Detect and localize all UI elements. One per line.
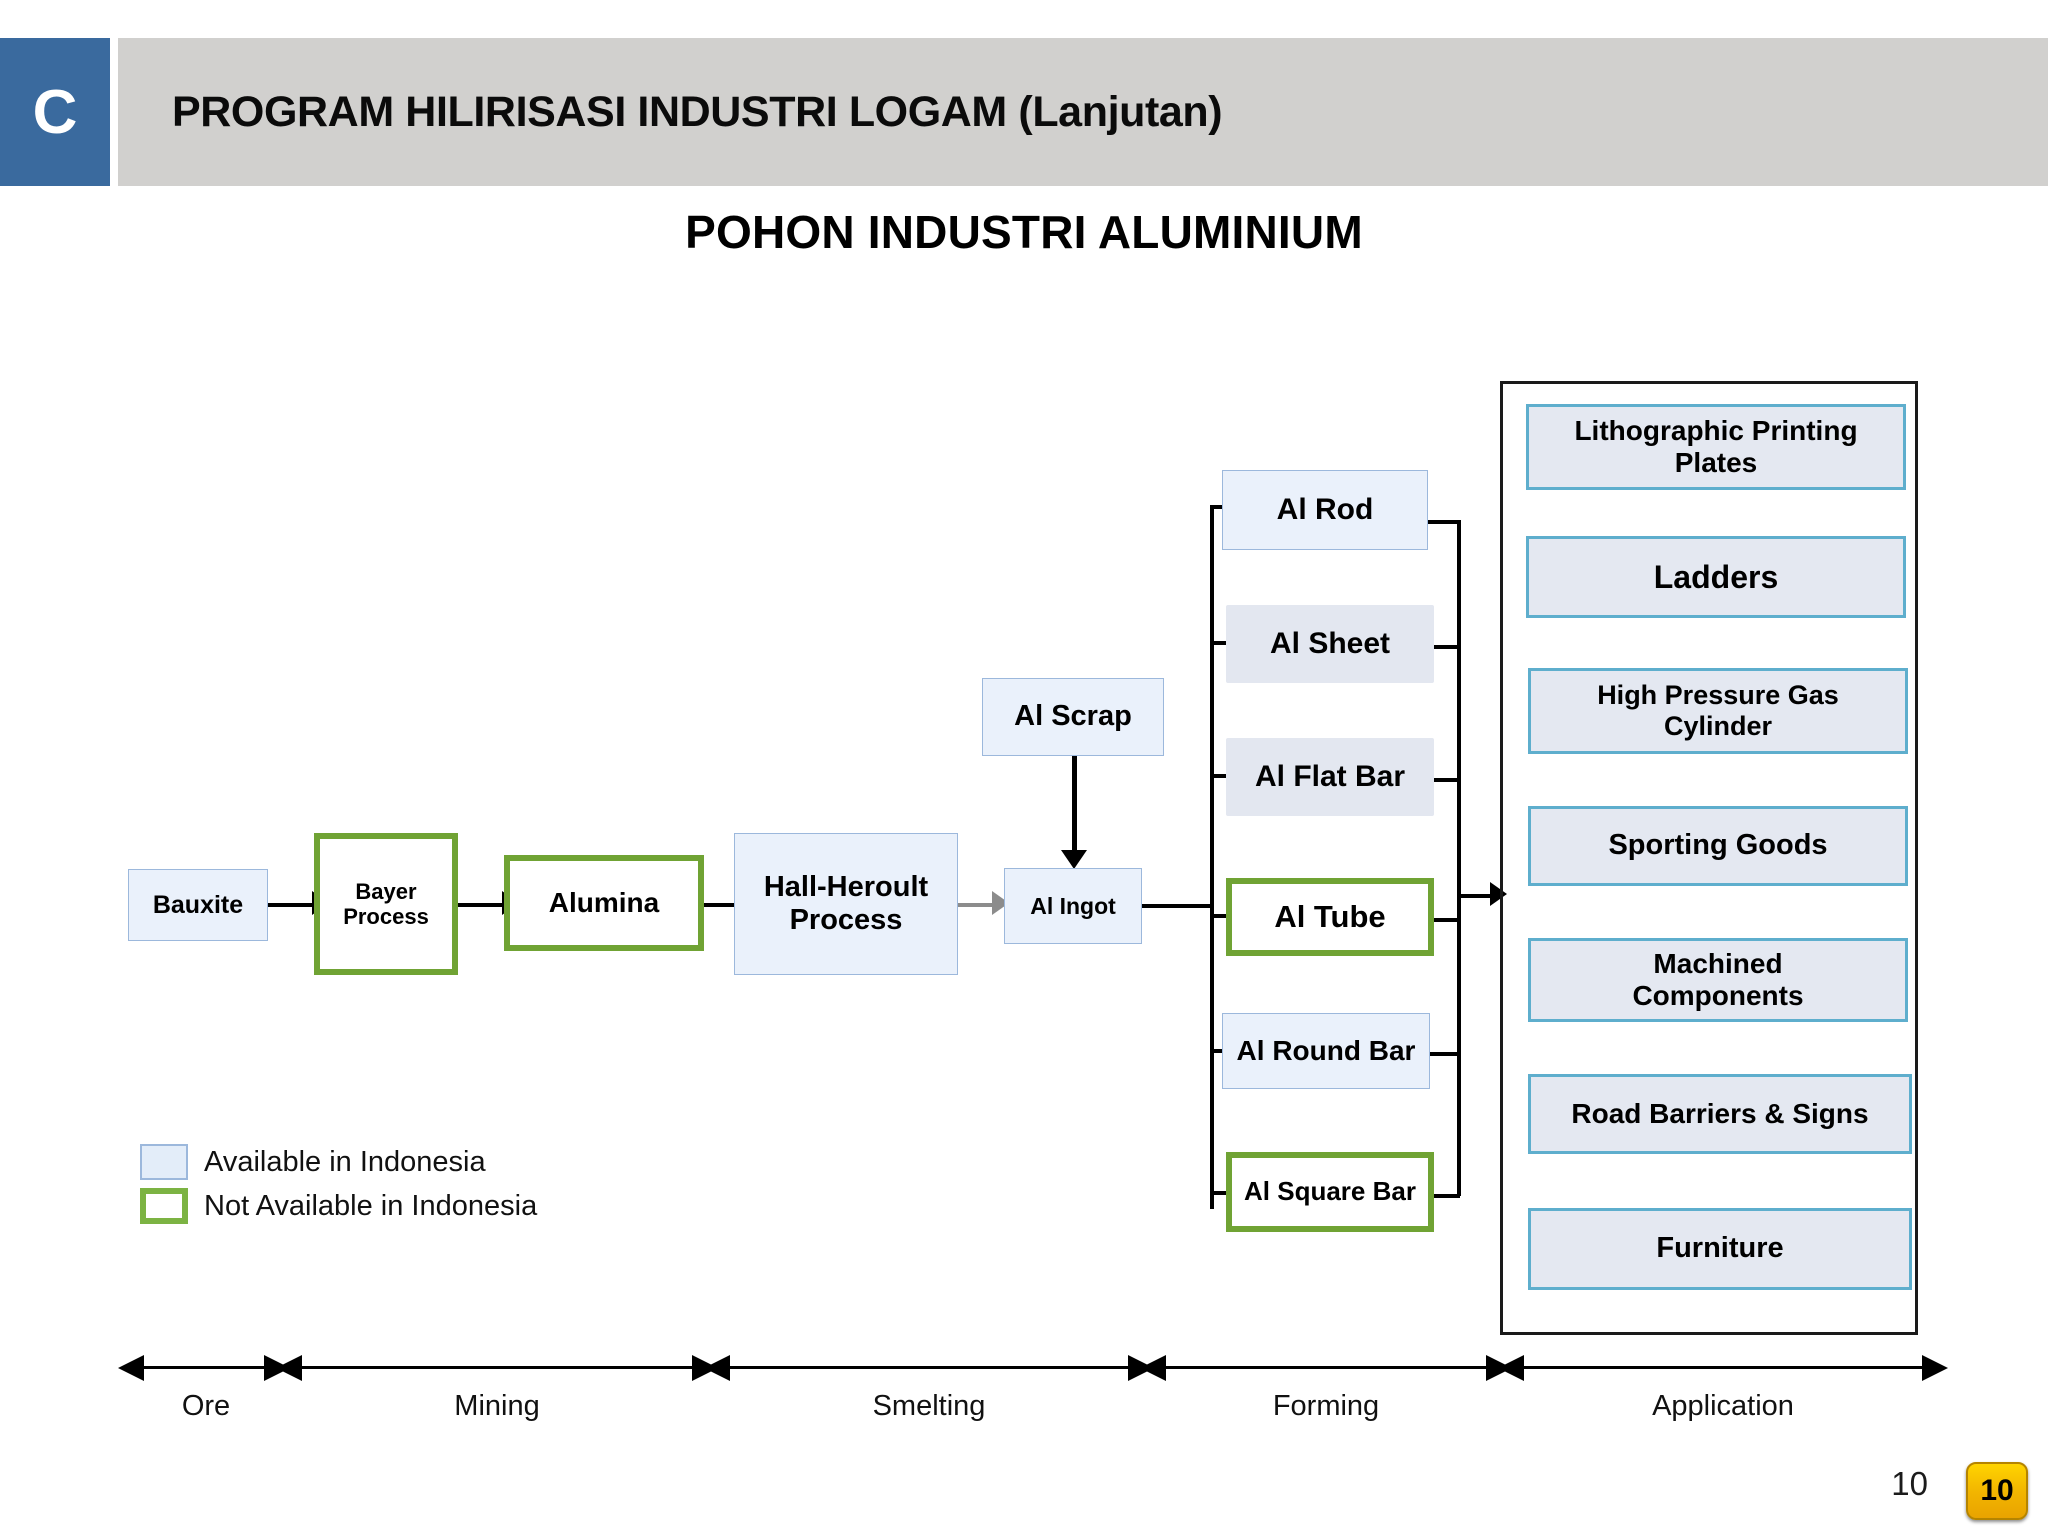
node-al-rod: Al Rod	[1222, 470, 1428, 550]
stage-label-ore: Ore	[181, 1390, 231, 1422]
node-bayer-line1: Bayer	[355, 878, 417, 904]
stage-arrow-forming-left-icon	[1140, 1355, 1166, 1381]
stage-label-forming: Forming	[1272, 1390, 1380, 1422]
node-al-flat-bar-label: Al Flat Bar	[1254, 759, 1406, 793]
application-label-line1: Sporting Goods	[1608, 829, 1828, 862]
node-al-square-bar-label: Al Square Bar	[1244, 1176, 1416, 1207]
node-hall-heroult-line1: Hall-Heroult	[763, 870, 929, 903]
node-bayer-process: Bayer Process	[314, 833, 458, 975]
application-sporting-goods: Sporting Goods	[1528, 806, 1908, 886]
page-title: POHON INDUSTRI ALUMINIUM	[685, 206, 1363, 258]
application-road-barriers-and-signs: Road Barriers & Signs	[1528, 1074, 1912, 1154]
stage-arrow-smelting-left-icon	[704, 1355, 730, 1381]
stage-label-application: Application	[1652, 1390, 1794, 1422]
node-al-ingot-label: Al Ingot	[1030, 892, 1116, 919]
stage-arrow-ore-left-icon	[118, 1355, 144, 1381]
node-bayer-line2: Process	[343, 904, 429, 929]
connector-application-bus-vertical	[1457, 520, 1461, 1196]
node-al-sheet-label: Al Sheet	[1269, 626, 1391, 660]
application-lithographic-printing-plates: Lithographic Printing Plates	[1526, 404, 1906, 490]
connector-forming-bus-vertical	[1210, 505, 1214, 1209]
connector-ingot-bus	[1142, 904, 1214, 908]
node-al-square-bar: Al Square Bar	[1226, 1152, 1434, 1232]
legend: Available in Indonesia Not Available in …	[140, 1140, 537, 1228]
application-label-line1: Ladders	[1653, 558, 1779, 595]
connector-al-square-bar-merge	[1434, 1194, 1460, 1198]
application-high-pressure-gas-cylinder: High Pressure Gas Cylinder	[1528, 668, 1908, 754]
connector-scrap-ingot	[1072, 756, 1077, 857]
application-furniture: Furniture	[1528, 1208, 1912, 1290]
stage-arrow-mining-left-icon	[276, 1355, 302, 1381]
legend-label-not-available: Not Available in Indonesia	[204, 1189, 538, 1222]
node-al-rod-label: Al Rod	[1276, 492, 1374, 526]
stage-label-smelting: Smelting	[872, 1390, 986, 1422]
node-al-sheet: Al Sheet	[1226, 605, 1434, 683]
stage-label-mining: Mining	[454, 1390, 540, 1422]
legend-item-available: Available in Indonesia	[140, 1140, 537, 1184]
node-al-flat-bar: Al Flat Bar	[1226, 738, 1434, 816]
legend-label-available: Available in Indonesia	[204, 1145, 486, 1178]
node-bauxite-label: Bauxite	[152, 890, 244, 919]
connector-bayer-alumina	[458, 903, 504, 907]
connector-bauxite-bayer	[268, 903, 314, 907]
stage-arrow-application-left-icon	[1498, 1355, 1524, 1381]
connector-bus-application	[1457, 894, 1497, 898]
connector-al-sheet-merge	[1434, 645, 1460, 649]
node-al-tube: Al Tube	[1226, 878, 1434, 956]
stage-axis-smelting	[726, 1366, 1132, 1369]
connector-al-tube-merge	[1434, 918, 1460, 922]
application-group-frame	[1500, 381, 1918, 1335]
legend-item-not-available: Not Available in Indonesia	[140, 1184, 537, 1228]
node-al-tube-label: Al Tube	[1274, 899, 1386, 935]
application-ladders: Ladders	[1526, 536, 1906, 618]
connector-hall-ingot	[958, 903, 994, 907]
node-alumina-label: Alumina	[548, 886, 660, 918]
connector-al-round-bar-merge	[1430, 1052, 1460, 1056]
header-title: PROGRAM HILIRISASI INDUSTRI LOGAM (Lanju…	[172, 87, 1223, 136]
application-label-line1: Road Barriers & Signs	[1571, 1097, 1869, 1129]
stage-axis-application	[1520, 1366, 1926, 1369]
node-al-ingot: Al Ingot	[1004, 868, 1142, 944]
header-bar	[118, 38, 2048, 186]
node-al-scrap: Al Scrap	[982, 678, 1164, 756]
application-machined-components: Machined Components	[1528, 938, 1908, 1022]
node-al-scrap-label: Al Scrap	[1014, 700, 1132, 733]
page-number: 10	[1891, 1465, 1928, 1502]
application-label-line1: Furniture	[1656, 1232, 1784, 1265]
node-al-round-bar-label: Al Round Bar	[1236, 1034, 1416, 1066]
application-label-line1: High Pressure Gas	[1597, 679, 1839, 710]
connector-alumina-hall	[704, 903, 750, 907]
stage-axis-forming	[1162, 1366, 1490, 1369]
page-number-chip[interactable]: 10	[1966, 1462, 2028, 1520]
node-al-round-bar: Al Round Bar	[1222, 1013, 1430, 1089]
stage-arrow-application-right-icon	[1922, 1355, 1948, 1381]
stage-axis-ore	[140, 1366, 268, 1369]
node-hall-heroult-line2: Process	[789, 904, 903, 936]
stage-axis-mining	[298, 1366, 696, 1369]
application-label-line2: Cylinder	[1663, 711, 1773, 741]
legend-swatch-available-icon	[140, 1144, 188, 1180]
legend-swatch-not-available-icon	[140, 1188, 188, 1224]
application-label-line1: Lithographic Printing	[1574, 414, 1858, 446]
node-alumina: Alumina	[504, 855, 704, 951]
connector-al-flat-bar-merge	[1434, 778, 1460, 782]
application-label-line2: Components	[1632, 980, 1804, 1011]
node-hall-heroult-process: Hall-Heroult Process	[734, 833, 958, 975]
arrow-scrap-ingot-icon	[1061, 850, 1087, 869]
connector-al-rod-merge	[1428, 520, 1460, 524]
node-bauxite: Bauxite	[128, 869, 268, 941]
application-label-line1: Machined	[1653, 947, 1783, 979]
section-badge: C	[0, 38, 110, 186]
application-label-line2: Plates	[1674, 447, 1758, 478]
